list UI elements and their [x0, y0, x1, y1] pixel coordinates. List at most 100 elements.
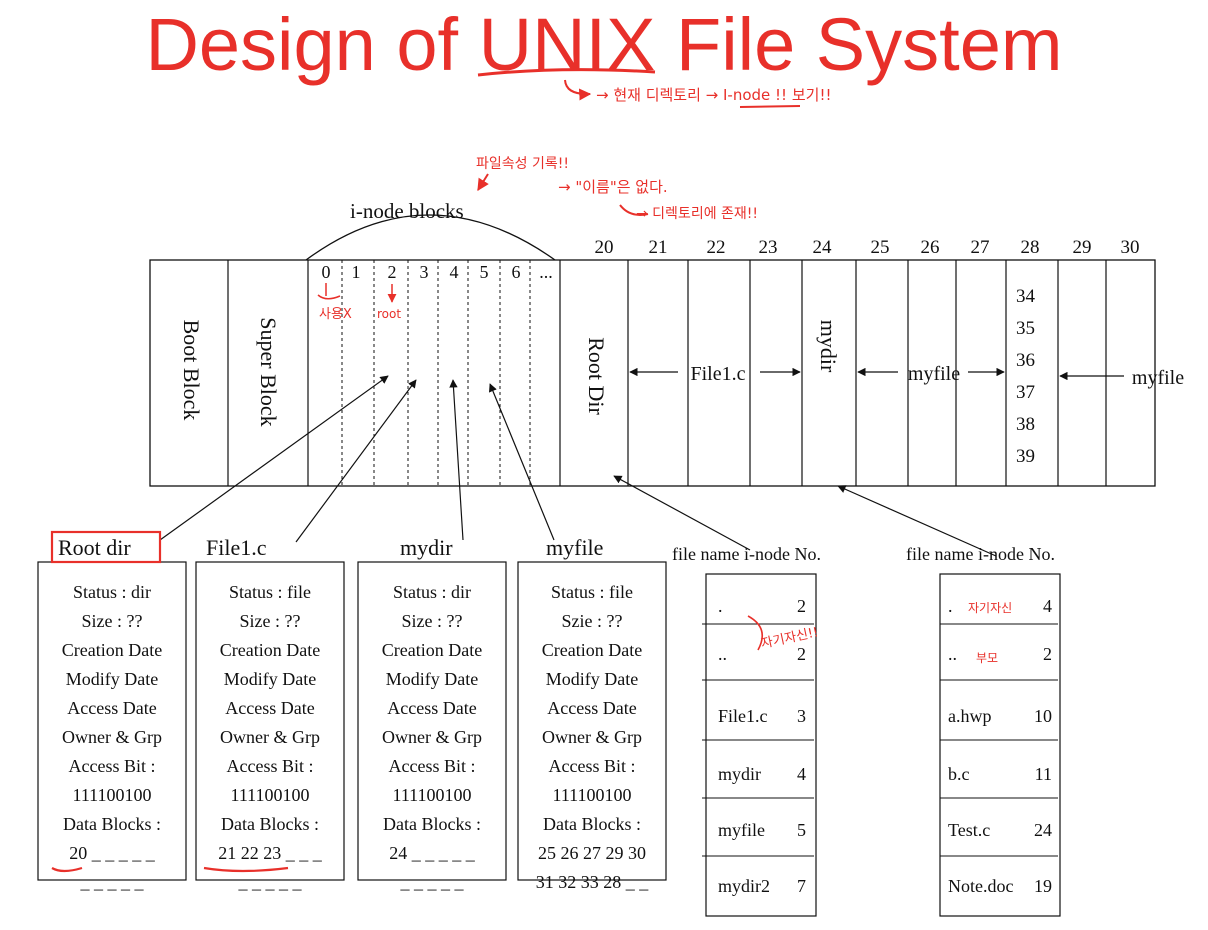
- inode-attr-line: Data Blocks :: [543, 814, 641, 834]
- inode-attr-line: Creation Date: [220, 640, 320, 660]
- root-blocks-underline: [51, 866, 83, 873]
- directory-entry-inode: 2: [797, 596, 806, 616]
- unused-note: 사용X: [319, 307, 352, 322]
- inode-attr-line: Szie : ??: [562, 611, 623, 631]
- myfile2-span-label: myfile: [1132, 367, 1184, 389]
- data-block-number: 28: [1021, 237, 1040, 258]
- page-title: Design of UNIX File System: [0, 0, 1208, 90]
- inode-attr-line: Status : dir: [73, 582, 151, 602]
- directory-entry-inode: 10: [1034, 706, 1052, 726]
- directory-entry-name: mydir2: [718, 876, 770, 896]
- block28-value: 36: [1016, 350, 1035, 371]
- directory-table-header: file name i-node No.: [906, 544, 1055, 564]
- data-block-number: 21: [649, 237, 668, 258]
- inode-attr-line: Access Date: [387, 698, 476, 718]
- directory-entry-name: ..: [948, 644, 957, 664]
- inode-attr-line: Size : ??: [240, 611, 301, 631]
- inode-pointers: [159, 375, 997, 557]
- directory-entry-inode: 3: [797, 706, 806, 726]
- block28-value: 35: [1016, 318, 1035, 339]
- inode-attr-line: 111100100: [393, 785, 472, 805]
- disk-outline: [149, 259, 1156, 487]
- attr-annotation: 파일속성 기록!!: [476, 156, 569, 172]
- inode-attr-line: 25 26 27 29 30: [538, 843, 646, 863]
- root-dir-highlight: [50, 530, 162, 564]
- inode-attr-line: Creation Date: [62, 640, 162, 660]
- inode-attr-line: Access Bit :: [549, 756, 636, 776]
- inode-box-title: mydir: [400, 535, 453, 560]
- file1-blocks-underline: [203, 866, 289, 873]
- inode-attr-line: Owner & Grp: [542, 727, 642, 747]
- directory-entry-name: Note.doc: [948, 876, 1013, 896]
- inode-number: 4: [450, 262, 459, 282]
- directory-table-header: file name i-node No.: [672, 544, 821, 564]
- inode-attr-line: 111100100: [73, 785, 152, 805]
- inode-attr-line: 111100100: [231, 785, 310, 805]
- directory-entry-name: a.hwp: [948, 706, 992, 726]
- root-note: root: [377, 307, 401, 321]
- inode-attr-line: Status : file: [229, 582, 311, 602]
- inode-attr-line: Data Blocks :: [63, 814, 161, 834]
- inode-attr-line: Creation Date: [542, 640, 642, 660]
- inode-attr-line: Status : dir: [393, 582, 471, 602]
- inode-attr-line: 31 32 33 28 _ _: [536, 872, 650, 892]
- directory-entry-name: mydir: [718, 764, 761, 784]
- inode-box-title: myfile: [546, 535, 603, 560]
- inode-number: ...: [539, 262, 553, 282]
- name-annotation: → "이름"은 없다.: [558, 178, 668, 196]
- data-block-number: 24: [813, 237, 833, 258]
- inode-number: 1: [352, 262, 361, 282]
- data-block-number: 25: [871, 237, 890, 258]
- self-note-2: 자기자신: [968, 601, 1012, 615]
- block28-value: 34: [1016, 286, 1036, 307]
- directory-entry-name: Test.c: [948, 820, 990, 840]
- inode-attr-line: Status : file: [551, 582, 633, 602]
- directory-entry-name: myfile: [718, 820, 765, 840]
- inode-number: 6: [512, 262, 521, 282]
- directory-entry-inode: 4: [797, 764, 806, 784]
- inode-attr-line: Access Bit :: [69, 756, 156, 776]
- inode-attr-line: Access Date: [67, 698, 156, 718]
- inode-attr-line: Data Blocks :: [221, 814, 319, 834]
- inode-number: 2: [388, 262, 397, 282]
- myfile-span-label: myfile: [908, 363, 960, 385]
- inode-attr-line: Modify Date: [66, 669, 158, 689]
- dir-hook: [619, 204, 649, 216]
- inode-box-frame: [357, 561, 507, 881]
- title-note-underline: [739, 105, 801, 108]
- inode-attr-line: Access Bit :: [227, 756, 314, 776]
- directory-entry-inode: 2: [1043, 644, 1052, 664]
- mydir-dir-pointer: [837, 485, 997, 557]
- directory-entry-name: .: [948, 596, 953, 616]
- title-annotation: → 현재 디렉토리 → I-node !! 보기!!: [596, 86, 831, 104]
- inode-attr-line: 111100100: [553, 785, 632, 805]
- inode-attr-line: Owner & Grp: [382, 727, 482, 747]
- inode-attr-line: Modify Date: [546, 669, 638, 689]
- inode-box-title: File1.c: [206, 535, 267, 560]
- title-underline: [477, 68, 656, 77]
- inode-attr-line: Modify Date: [386, 669, 478, 689]
- directory-table-frame: [939, 573, 1061, 917]
- data-block-number: 26: [921, 237, 940, 258]
- mydir-block-label: mydir: [816, 320, 841, 373]
- inode-box-title: Root dir: [58, 535, 131, 560]
- inode-attr-line: Data Blocks :: [383, 814, 481, 834]
- inode-attr-line: _ _ _ _ _: [80, 872, 145, 892]
- attr-arrow: [477, 173, 489, 192]
- directory-entry-inode: 24: [1034, 820, 1052, 840]
- block28-value: 37: [1016, 382, 1035, 403]
- inode-attr-line: Access Date: [225, 698, 314, 718]
- block28-value: 39: [1016, 446, 1035, 467]
- directory-entry-inode: 19: [1034, 876, 1052, 896]
- file1-span-label: File1.c: [691, 363, 746, 385]
- self-note: 자기자신!!: [760, 625, 820, 652]
- data-block-number: 23: [759, 237, 778, 258]
- inode-attr-line: _ _ _ _ _: [400, 872, 465, 892]
- inode-attr-line: Modify Date: [224, 669, 316, 689]
